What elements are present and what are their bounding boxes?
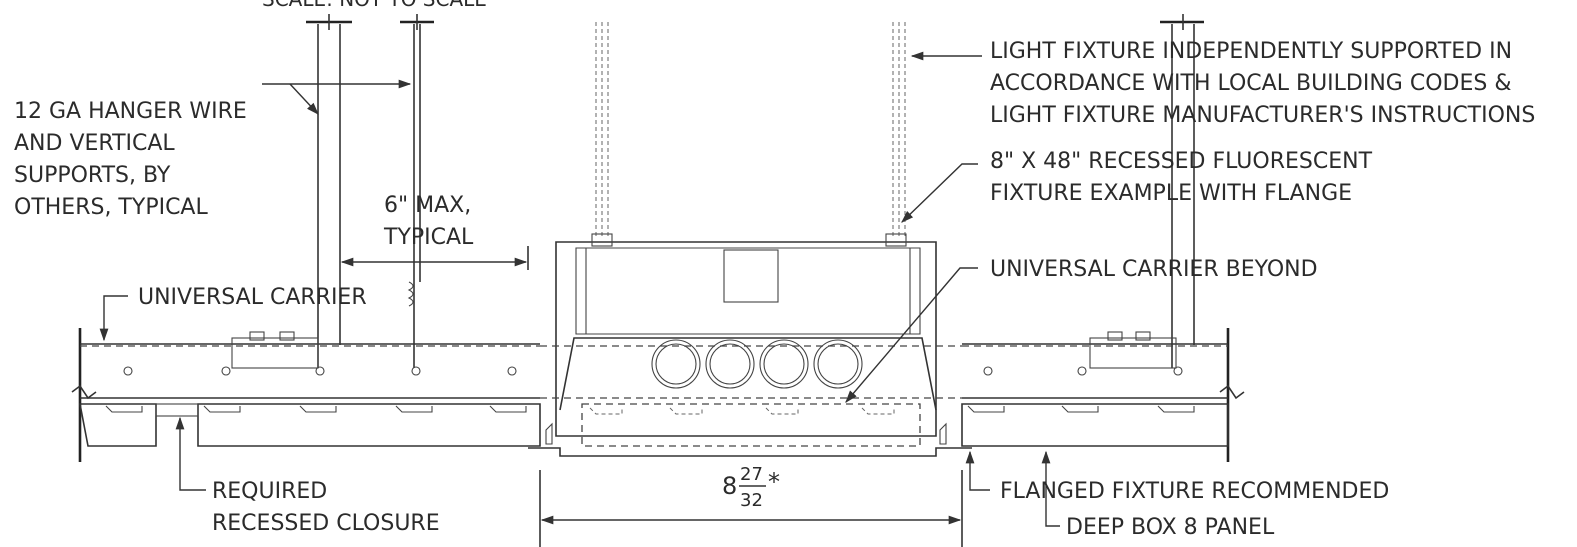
svg-text:AND VERTICAL: AND VERTICAL <box>14 131 175 156</box>
svg-text:6" MAX,: 6" MAX, <box>384 193 471 218</box>
fixture-flange <box>528 447 972 457</box>
recessed-closure-label: REQUIRED RECESSED CLOSURE <box>212 479 440 536</box>
svg-text:12 GA HANGER WIRE: 12 GA HANGER WIRE <box>14 99 247 124</box>
fixture-lamps <box>651 339 863 389</box>
recessed-fixture <box>528 233 972 457</box>
svg-text:RECESSED CLOSURE: RECESSED CLOSURE <box>212 511 440 536</box>
fixture-support-left <box>595 22 609 236</box>
hanger-wire-left-pair <box>306 14 352 368</box>
light-fixture-support-label: LIGHT FIXTURE INDEPENDENTLY SUPPORTED IN… <box>990 39 1535 128</box>
recessed-closure-leader <box>175 416 206 491</box>
max-spacing-dimension <box>340 246 529 270</box>
ceiling-panel-right <box>961 403 1229 447</box>
hanger-wire-right <box>1160 14 1204 368</box>
svg-text:32: 32 <box>740 490 763 511</box>
ceiling-panel-left <box>79 403 541 447</box>
svg-text:LIGHT FIXTURE MANUFACTURER'S I: LIGHT FIXTURE MANUFACTURER'S INSTRUCTION… <box>990 103 1535 128</box>
fixture-example-leader <box>901 163 978 223</box>
deep-box-panel-leader <box>1041 450 1060 527</box>
universal-carrier-leader <box>99 295 128 342</box>
svg-text:REQUIRED: REQUIRED <box>212 479 327 504</box>
hanger-wire-center <box>400 14 434 368</box>
universal-carrier-right <box>962 328 1245 462</box>
fixture-support-right <box>892 22 906 236</box>
flanged-fixture-label: FLANGED FIXTURE RECOMMENDED <box>1000 479 1389 504</box>
universal-carrier-label: UNIVERSAL CARRIER <box>138 285 367 310</box>
recessed-closure <box>155 403 199 417</box>
svg-text:LIGHT FIXTURE INDEPENDENTLY SU: LIGHT FIXTURE INDEPENDENTLY SUPPORTED IN <box>990 39 1512 64</box>
svg-text:ACCORDANCE WITH LOCAL BUILDING: ACCORDANCE WITH LOCAL BUILDING CODES & <box>990 71 1511 96</box>
svg-text:FIXTURE EXAMPLE WITH FLANGE: FIXTURE EXAMPLE WITH FLANGE <box>990 181 1352 206</box>
max-spacing-label: 6" MAX, TYPICAL <box>383 193 474 250</box>
scale-note: SCALE: NOT TO SCALE <box>262 0 487 11</box>
svg-text:8" X 48" RECESSED FLUORESCENT: 8" X 48" RECESSED FLUORESCENT <box>990 149 1373 174</box>
flanged-fixture-leader <box>965 450 990 491</box>
deep-box-panel-label: DEEP BOX 8 PANEL <box>1066 515 1275 540</box>
svg-text:8: 8 <box>722 472 737 500</box>
hanger-wire-label: 12 GA HANGER WIRE AND VERTICAL SUPPORTS,… <box>14 99 247 220</box>
svg-text:TYPICAL: TYPICAL <box>383 225 474 250</box>
universal-carrier-beyond-label: UNIVERSAL CARRIER BEYOND <box>990 257 1318 282</box>
fixture-example-label: 8" X 48" RECESSED FLUORESCENT FIXTURE EX… <box>990 149 1373 206</box>
svg-text:OTHERS, TYPICAL: OTHERS, TYPICAL <box>14 195 208 220</box>
svg-text:*: * <box>768 468 780 496</box>
fixture-width-value: 8 27 32 * <box>722 464 780 511</box>
svg-text:SUPPORTS, BY: SUPPORTS, BY <box>14 163 171 188</box>
fixture-junction-box <box>723 249 779 303</box>
fixture-width-dimension <box>539 470 963 547</box>
universal-carrier-left <box>71 328 540 462</box>
carrier-beyond-leader <box>845 267 978 403</box>
svg-text:27: 27 <box>740 464 763 485</box>
